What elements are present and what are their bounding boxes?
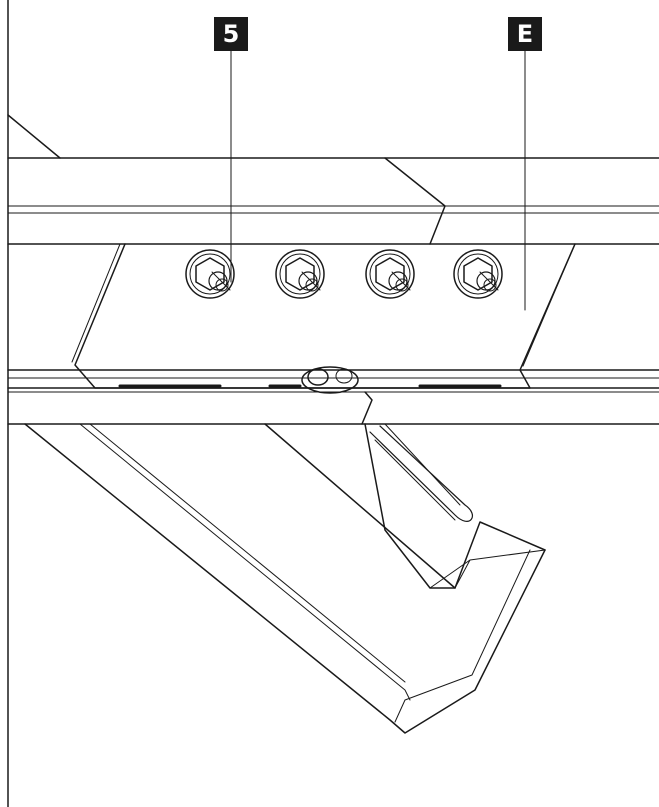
splice-plate-e [71,243,576,389]
bolt-1 [185,249,235,299]
bolt-3 [365,249,415,299]
callout-part-5: 5 [214,17,248,51]
upper-beam [7,157,659,245]
lower-rail [7,369,659,425]
bolt-4 [453,249,503,299]
bolt-2 [275,249,325,299]
diagonal-c-channel [24,423,546,734]
callout-part-e: E [508,17,542,51]
bottom-bolt [301,366,359,394]
diagonal-rail-top-left [7,114,61,159]
